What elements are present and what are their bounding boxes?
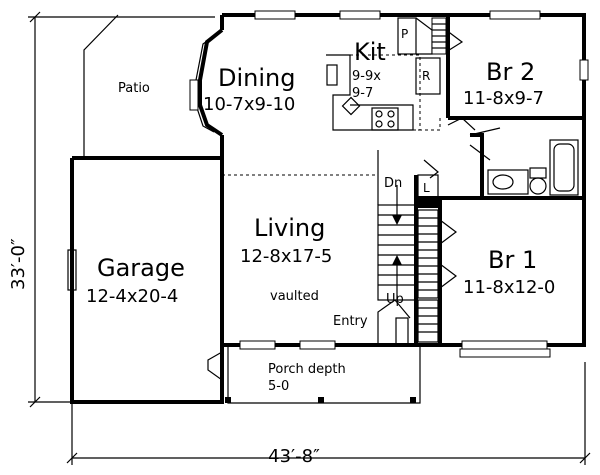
linen-label: L [423,181,430,195]
patio-label: Patio [118,81,150,96]
refrigerator-label: R [422,69,430,83]
garage-entry-door [207,350,223,382]
kitchen-size-line1: 9-9x [352,69,381,84]
dining-size: 10-7x9-10 [203,94,295,115]
garage-size: 12-4x20-4 [86,286,178,307]
porch [225,345,421,404]
entry-closet [417,299,439,343]
living-note: vaulted [270,289,319,304]
kitchen-name: Kit [354,38,386,66]
entry-door [377,299,411,345]
bedroom1-size: 11-8x12-0 [463,277,555,298]
dining-name: Dining [218,64,295,92]
bedroom2-name: Br 2 [486,58,535,86]
width-dimension-line [66,362,591,465]
entry-label: Entry [333,314,368,329]
stairs-down-label: Dn [384,176,402,191]
pantry-label: P [401,27,408,41]
kitchen-size-line2: 9-7 [352,86,373,101]
porch-label-line1: Porch depth [268,362,346,377]
linen-closet [417,174,440,208]
bedroom2-size: 11-8x9-7 [463,88,544,109]
closet-hatch-kitchen [431,17,464,55]
closet-shelves-br1 [417,209,457,299]
hall-door-arc [423,159,439,179]
garage-name: Garage [97,254,185,282]
depth-dimension-line [28,11,215,408]
kitchen-counters [326,54,441,131]
width-dimension-label: 43′-8″ [268,446,320,467]
porch-label-line2: 5-0 [268,379,289,394]
windows [189,10,589,358]
stairs-up-label: Up [386,292,404,307]
stairs [377,150,417,301]
bathroom-fixtures [469,127,579,196]
living-size: 12-8x17-5 [240,246,332,267]
depth-dimension-label: 33′-0″ [8,238,29,290]
bedroom2-door [447,117,476,131]
bedroom1-name: Br 1 [488,246,537,274]
living-name: Living [254,214,325,242]
refrigerator [415,57,441,95]
